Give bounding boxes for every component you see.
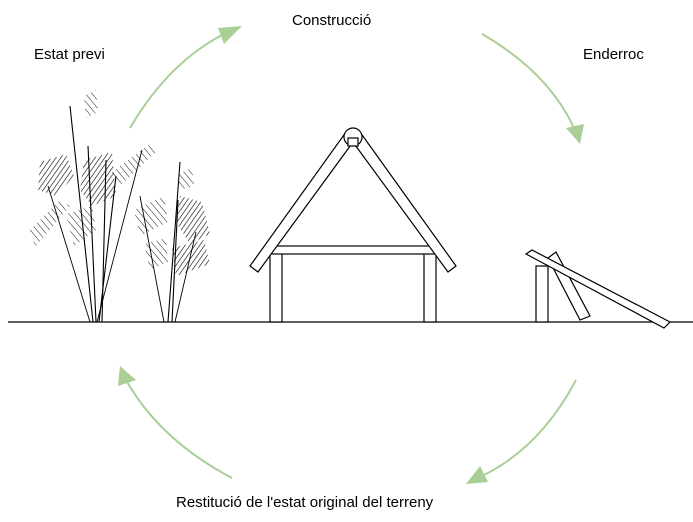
label-restoration: Restitució de l'estat original del terre… <box>176 494 434 511</box>
arrow-previous-to-construction <box>129 26 242 129</box>
label-previous-state: Estat previ <box>34 46 105 63</box>
trees-illustration <box>28 90 210 323</box>
arrow-construction-to-demolition <box>481 33 584 144</box>
demolition-illustration <box>524 249 672 329</box>
label-construction: Construcció <box>292 12 372 29</box>
arrow-demolition-to-restoration <box>466 379 577 484</box>
arrow-restoration-to-previous <box>118 366 233 479</box>
timber-frame-illustration <box>249 127 457 323</box>
label-demolition: Enderroc <box>583 46 644 63</box>
